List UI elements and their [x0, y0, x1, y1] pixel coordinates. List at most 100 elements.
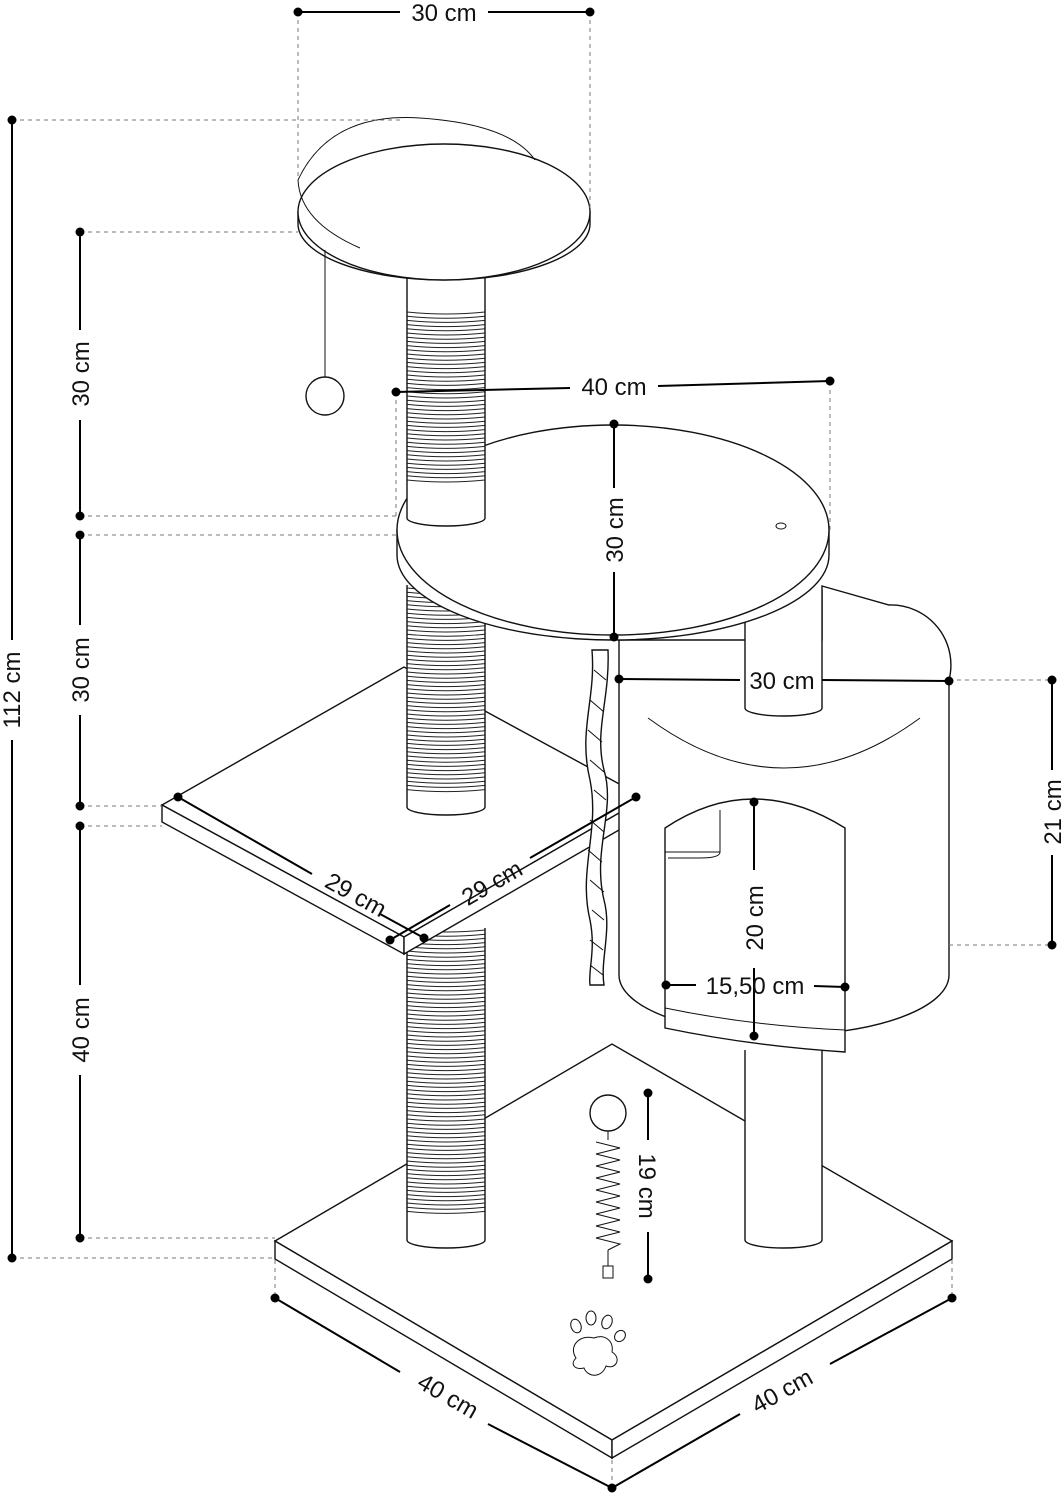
sisal-wrap-line	[406, 466, 486, 470]
sisal-wrap-line	[406, 433, 486, 437]
sisal-wrap-line	[406, 1080, 486, 1084]
sisal-wrap-line	[406, 1160, 486, 1164]
sisal-wrap-line	[406, 734, 486, 738]
sisal-wrap-line	[406, 992, 486, 996]
right-support-post	[744, 1050, 823, 1249]
sisal-wrap-line	[406, 1177, 486, 1181]
sisal-wrap-line	[406, 311, 486, 315]
sisal-wrap-line	[406, 950, 486, 954]
sisal-wrap-line	[406, 700, 486, 704]
sisal-wrap-line	[406, 462, 486, 466]
sisal-wrap-line	[406, 1089, 486, 1093]
sisal-wrap-line	[406, 958, 486, 962]
sisal-wrap-line	[406, 755, 486, 759]
sisal-wrap-line	[406, 975, 486, 979]
sisal-wrap-line	[406, 1059, 486, 1063]
sisal-wrap-line	[406, 642, 486, 646]
sisal-wrap-line	[406, 366, 486, 370]
sisal-wrap-line	[406, 349, 486, 353]
sisal-wrap-line	[406, 345, 486, 349]
sisal-wrap-line	[406, 625, 486, 629]
sisal-wrap-line	[406, 1097, 486, 1101]
entrance-height-label: 20 cm	[742, 885, 769, 950]
sisal-wrap-line	[406, 1189, 486, 1193]
side-ledge	[160, 666, 647, 956]
sisal-wrap-line	[406, 1105, 486, 1109]
sisal-wrap-line	[406, 768, 486, 772]
sisal-wrap-line	[406, 1194, 486, 1198]
sisal-wrap-line	[406, 663, 486, 667]
paw-print-icon	[570, 1310, 626, 1376]
sisal-wrap-line	[406, 692, 486, 696]
sisal-wrap-line	[406, 387, 486, 391]
sisal-wrap-line	[406, 1185, 486, 1189]
sisal-wrap-line	[406, 475, 486, 479]
sisal-wrap-line	[406, 441, 486, 445]
sisal-wrap-line	[406, 1063, 486, 1067]
sisal-wrap-line	[406, 1181, 486, 1185]
spring-toy-length-label: 19 cm	[633, 1153, 660, 1218]
sisal-wrap-line	[406, 1026, 486, 1030]
sisal-wrap-line	[406, 353, 486, 357]
sisal-wrap-line	[406, 679, 486, 683]
sisal-wrap-line	[406, 1017, 486, 1021]
sisal-wrap-line	[406, 984, 486, 988]
sisal-wrap-line	[406, 967, 486, 971]
sisal-wrap-line	[406, 332, 486, 336]
sisal-wrap-line	[406, 996, 486, 1000]
sisal-wrap-line	[406, 420, 486, 424]
sisal-wrap-line	[406, 1021, 486, 1025]
sisal-wrap-line	[406, 730, 486, 734]
sisal-wrap-line	[406, 1084, 486, 1088]
sisal-wrap-line	[406, 713, 486, 717]
sisal-wrap-line	[406, 340, 486, 344]
sisal-wrap-line	[406, 784, 486, 788]
sisal-wrap-line	[406, 1013, 486, 1017]
sisal-wrap-line	[406, 416, 486, 420]
middle-section-height-label: 30 cm	[68, 637, 95, 702]
sisal-wrap-line	[406, 399, 486, 403]
top-platform	[297, 117, 591, 416]
sisal-wrap-line	[406, 751, 486, 755]
sisal-wrap-line	[406, 315, 486, 319]
sisal-wrap-line	[406, 988, 486, 992]
sisal-wrap-line	[406, 370, 486, 374]
sisal-wrap-line	[406, 1164, 486, 1168]
sisal-wrap-line	[406, 658, 486, 662]
sisal-wrap-line	[406, 696, 486, 700]
middle-platform	[396, 424, 830, 641]
sisal-wrap-line	[406, 1131, 486, 1135]
hanging-rope-toy	[585, 649, 609, 986]
sisal-wrap-line	[406, 1135, 486, 1139]
sisal-wrap-line	[406, 1202, 486, 1206]
top-platform-width-label: 30 cm	[411, 0, 476, 27]
sisal-wrap-line	[406, 963, 486, 967]
sisal-wrap-line	[406, 403, 486, 407]
hanging-ball-toy	[305, 376, 345, 416]
sisal-wrap-line	[406, 429, 486, 433]
sisal-wrap-line	[406, 357, 486, 361]
sisal-wrap-line	[406, 1143, 486, 1147]
sisal-wrap-line	[406, 319, 486, 323]
sisal-wrap-line	[406, 1156, 486, 1160]
total-height-label: 112 cm	[0, 652, 26, 729]
sisal-wrap-line	[406, 654, 486, 658]
sisal-wrap-line	[406, 675, 486, 679]
sisal-wrap-line	[406, 1093, 486, 1097]
sisal-wrap-line	[406, 646, 486, 650]
sisal-wrap-line	[406, 971, 486, 975]
entrance-width-label: 15,50 cm	[706, 973, 805, 1000]
sisal-wrap-line	[406, 1168, 486, 1172]
sisal-wrap-line	[406, 721, 486, 725]
sisal-wrap-line	[406, 458, 486, 462]
sisal-wrap-line	[406, 772, 486, 776]
sisal-wrap-line	[406, 979, 486, 983]
sisal-wrap-line	[406, 1030, 486, 1034]
sisal-wrap-line	[406, 709, 486, 713]
sisal-wrap-line	[406, 717, 486, 721]
sisal-wrap-line	[406, 1118, 486, 1122]
sisal-wrap-line	[406, 1210, 486, 1214]
sisal-wrap-line	[406, 1122, 486, 1126]
sisal-wrap-line	[406, 1198, 486, 1202]
